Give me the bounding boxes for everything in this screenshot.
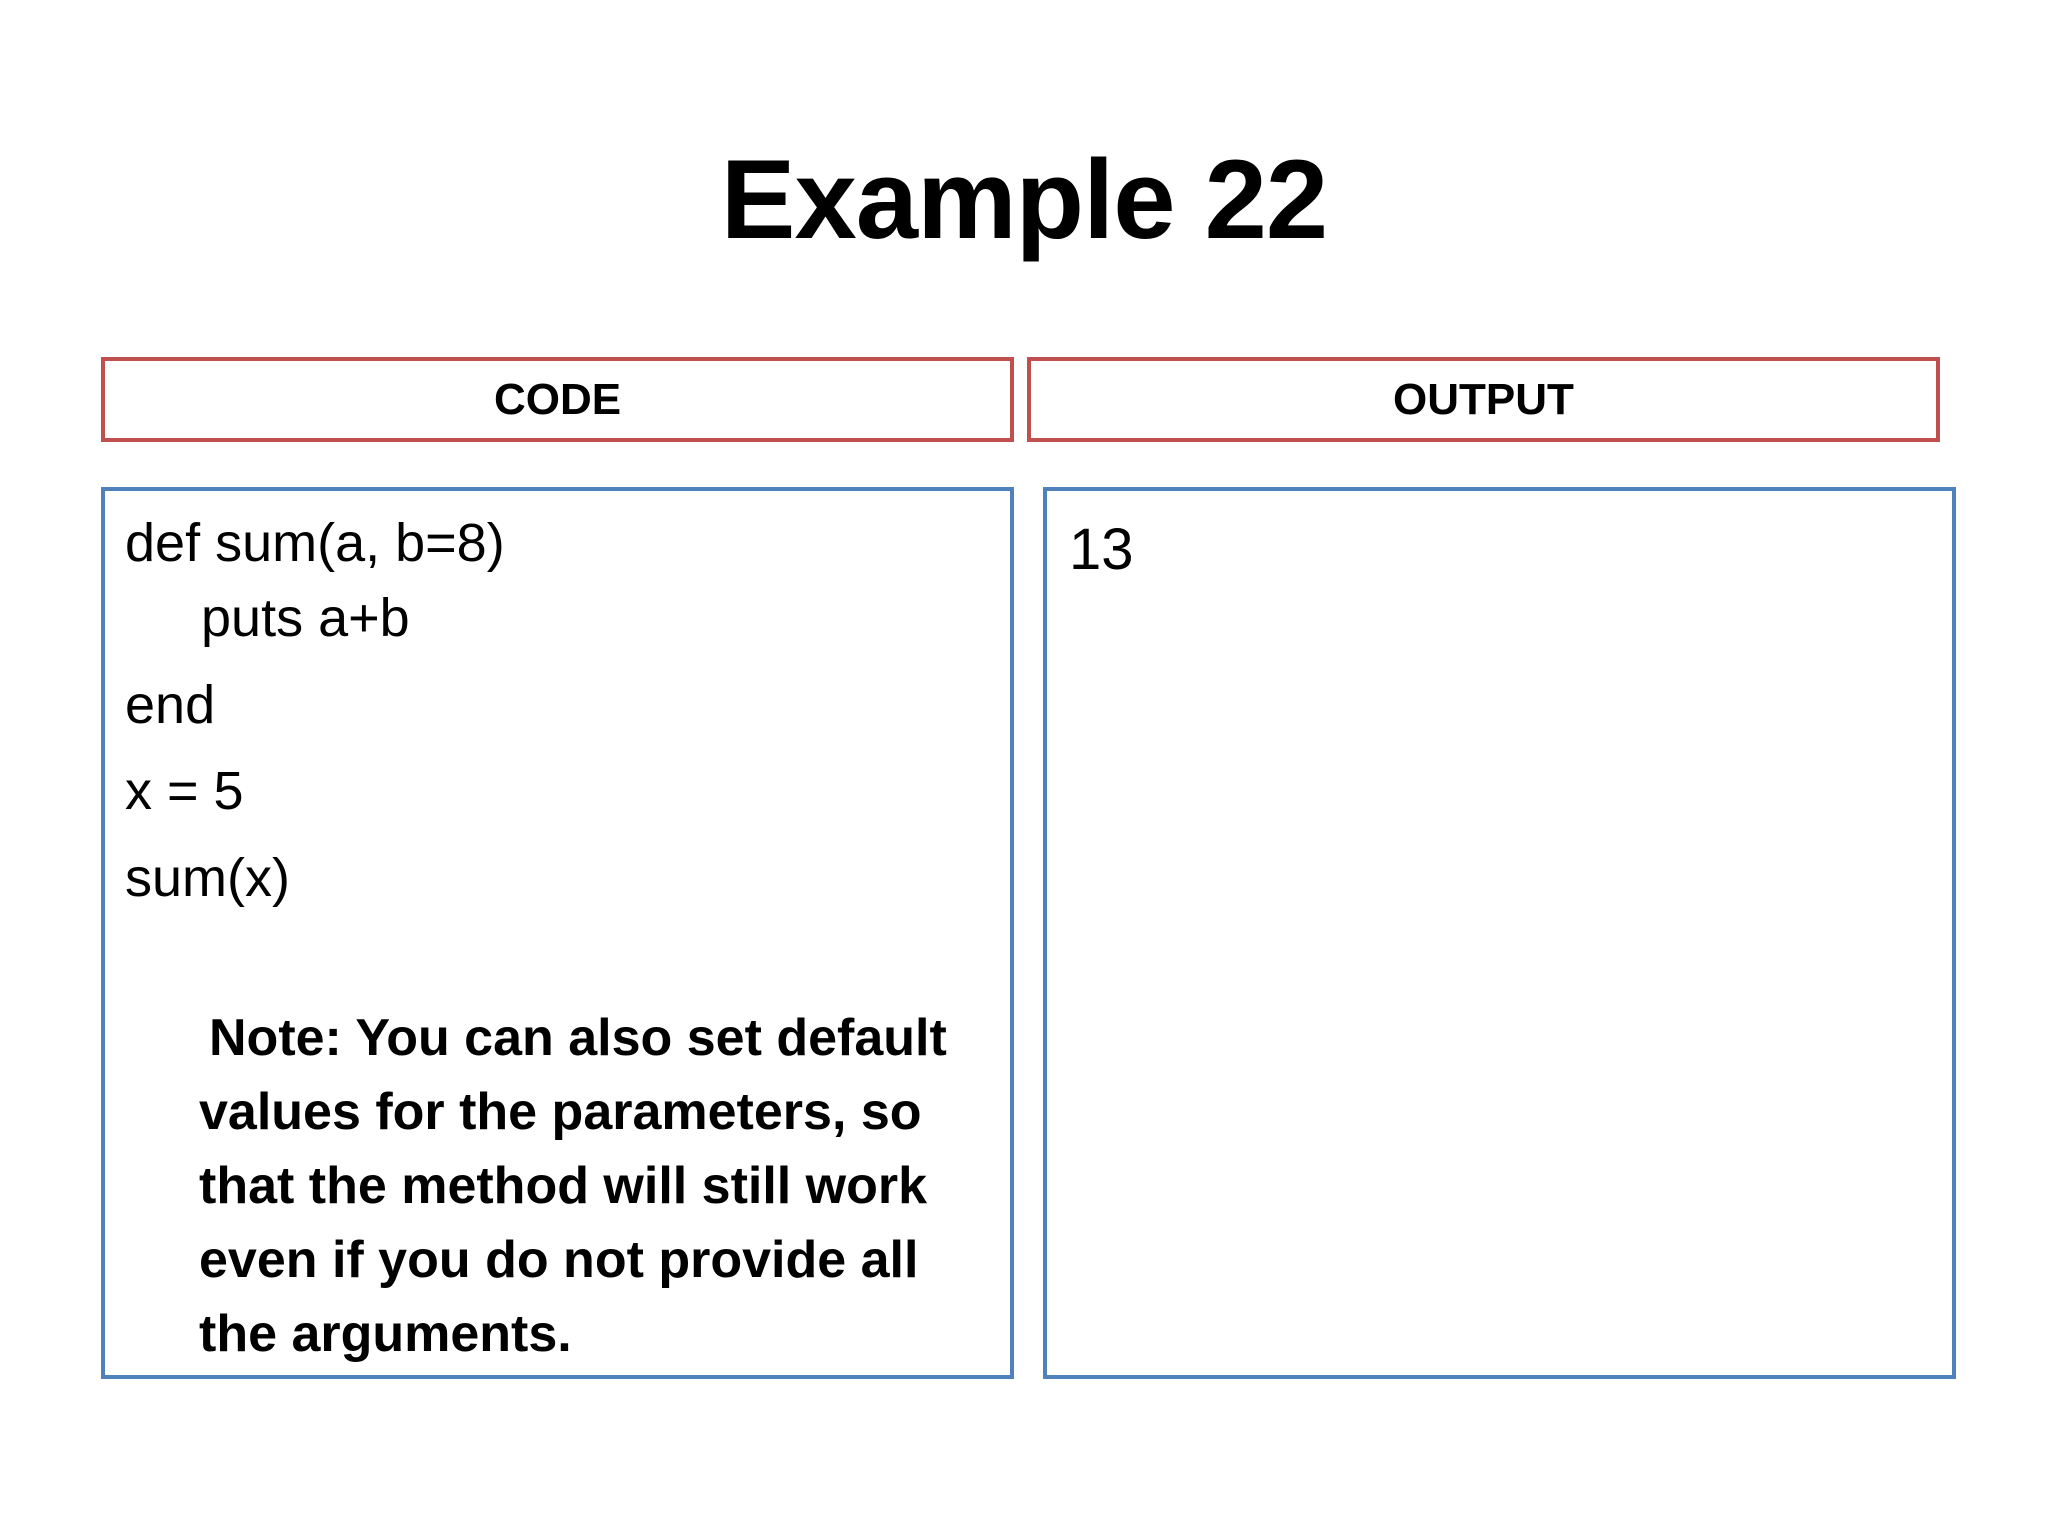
code-line: x = 5 — [125, 761, 244, 821]
output-panel: 13 — [1043, 487, 1956, 1379]
output-header: OUTPUT — [1027, 357, 1940, 442]
output-value: 13 — [1069, 517, 1134, 582]
code-line: end — [125, 675, 216, 735]
code-panel: def sum(a, b=8) puts a+b end x = 5 sum(x… — [101, 487, 1014, 1379]
code-header-label: CODE — [493, 374, 622, 424]
code-line: def sum(a, b=8) — [125, 513, 505, 573]
slide-title: Example 22 — [720, 137, 1328, 262]
code-line: puts a+b — [201, 588, 410, 648]
note-text: Note: You can also set default values fo… — [199, 1009, 947, 1363]
code-line: sum(x) — [125, 848, 290, 908]
code-header: CODE — [101, 357, 1014, 442]
output-header-label: OUTPUT — [1393, 374, 1574, 424]
